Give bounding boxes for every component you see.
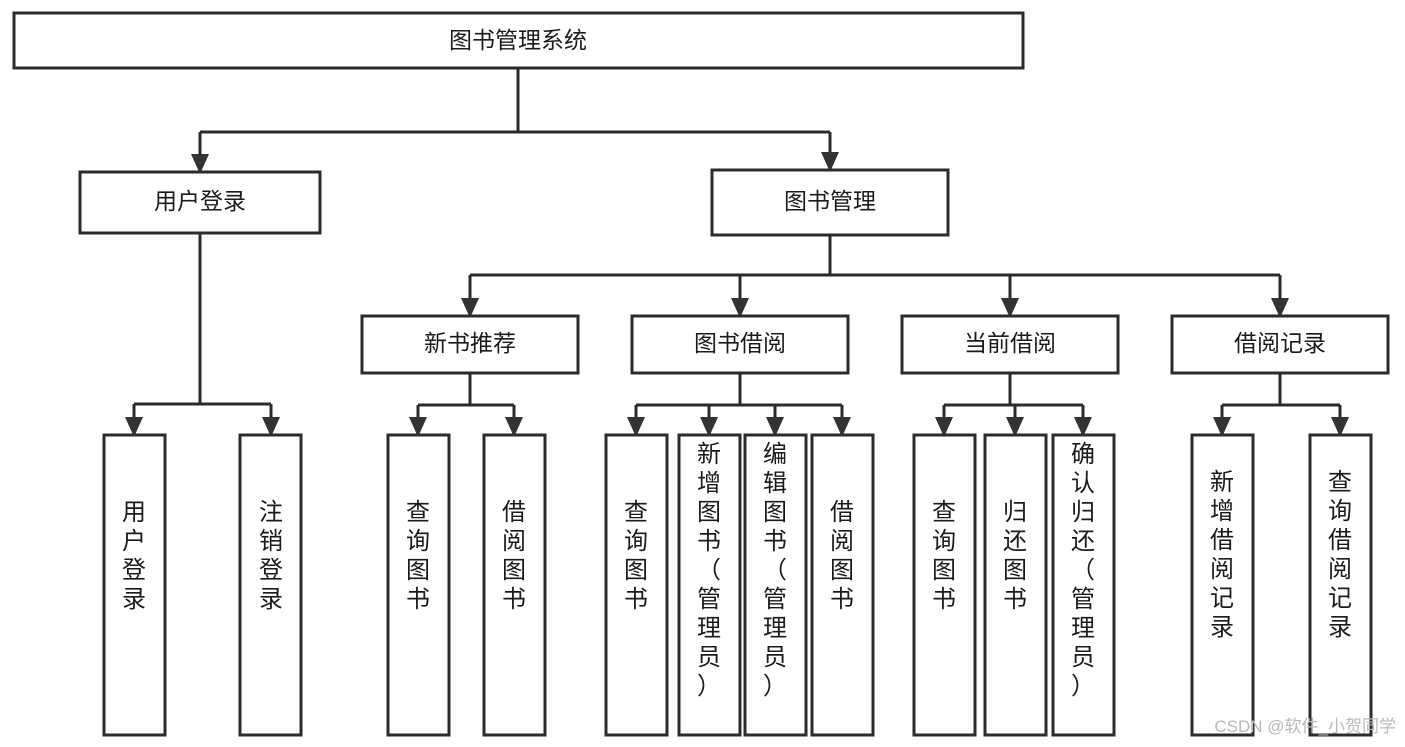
node-leaf-borrow-book-1[interactable]: 借阅图书 (482, 433, 547, 737)
node-label-leaf-edit-book-admin: 编辑图书（管理员） (763, 441, 787, 700)
node-box-leaf-add-book-admin[interactable] (677, 433, 742, 737)
node-leaf-add-borrow-record[interactable]: 新增借阅记录 (1190, 433, 1255, 737)
node-box-leaf-query-book-3[interactable] (912, 433, 977, 737)
arrow-to-current-borrow (1001, 298, 1019, 318)
arrow-to-book-management (821, 152, 839, 172)
node-box-root[interactable] (12, 11, 1025, 70)
node-box-leaf-confirm-return-admin[interactable] (1051, 433, 1116, 737)
connector-root-to-level2 (198, 68, 832, 158)
csdn-watermark: CSDN @软件_小贺同学 (1214, 717, 1396, 736)
arrowheads-group (125, 152, 1349, 437)
node-label-leaf-add-borrow-record: 新增借阅记录 (1210, 469, 1234, 641)
node-label-leaf-query-book-2: 查询图书 (624, 499, 648, 613)
node-book-management[interactable]: 图书管理 (710, 168, 950, 237)
node-label-new-book-recommend: 新书推荐 (424, 330, 516, 356)
node-leaf-edit-book-admin[interactable]: 编辑图书（管理员） (743, 433, 808, 737)
arrow-to-leaf-confirm-return-admin (1074, 417, 1092, 437)
arrow-to-leaf-return-book (1006, 417, 1024, 437)
arrow-to-leaf-query-book-3 (935, 417, 953, 437)
node-label-leaf-borrow-book-2: 借阅图书 (830, 499, 854, 613)
arrow-to-leaf-borrow-book-1 (505, 417, 523, 437)
node-book-management-system[interactable]: 图书管理系统 (12, 11, 1025, 70)
node-label-borrow-record: 借阅记录 (1234, 330, 1326, 356)
connector-borrowrecord-to-leaves (1220, 373, 1342, 421)
node-label-current-borrow: 当前借阅 (964, 330, 1056, 356)
arrow-to-new-book-recommend (461, 298, 479, 318)
node-leaf-logout-login[interactable]: 注销登录 (238, 433, 303, 737)
node-leaf-borrow-book-2[interactable]: 借阅图书 (810, 433, 875, 737)
arrow-to-leaf-user-login (125, 417, 143, 437)
node-box-leaf-edit-book-admin[interactable] (743, 433, 808, 737)
node-label-leaf-query-book-1: 查询图书 (406, 499, 430, 613)
node-box-leaf-borrow-book-2[interactable] (810, 433, 875, 737)
node-leaf-user-login[interactable]: 用户登录 (102, 433, 167, 737)
node-label-book-management: 图书管理 (784, 188, 876, 214)
node-current-borrow[interactable]: 当前借阅 (900, 314, 1120, 375)
arrow-to-leaf-add-borrow-record (1213, 417, 1231, 437)
node-leaf-query-borrow-record[interactable]: 查询借阅记录 (1308, 433, 1373, 737)
node-box-leaf-query-borrow-record[interactable] (1308, 433, 1373, 737)
node-box-leaf-add-borrow-record[interactable] (1190, 433, 1255, 737)
arrow-to-book-borrow (731, 298, 749, 318)
node-box-current-borrow[interactable] (900, 314, 1120, 375)
node-box-leaf-borrow-book-1[interactable] (482, 433, 547, 737)
node-box-new-book-recommend[interactable] (360, 314, 580, 375)
node-leaf-query-book-2[interactable]: 查询图书 (604, 433, 669, 737)
node-borrow-record[interactable]: 借阅记录 (1170, 314, 1390, 375)
connector-newbook-to-leaves (416, 373, 516, 421)
arrow-to-leaf-query-borrow-record (1331, 417, 1349, 437)
arrow-to-leaf-query-book-1 (409, 417, 427, 437)
node-box-leaf-query-book-1[interactable] (386, 433, 451, 737)
node-label-leaf-borrow-book-1: 借阅图书 (502, 499, 526, 613)
node-label-leaf-user-login: 用户登录 (122, 499, 146, 613)
node-box-book-management[interactable] (710, 168, 950, 237)
node-leaf-return-book[interactable]: 归还图书 (983, 433, 1048, 737)
node-box-leaf-return-book[interactable] (983, 433, 1048, 737)
node-label-leaf-confirm-return-admin: 确认归还（管理员） (1071, 441, 1095, 700)
node-label-leaf-query-book-3: 查询图书 (932, 499, 956, 613)
node-book-borrow[interactable]: 图书借阅 (630, 314, 850, 375)
connector-currentborrow-to-leaves (942, 373, 1085, 421)
node-box-book-borrow[interactable] (630, 314, 850, 375)
node-leaf-query-book-1[interactable]: 查询图书 (386, 433, 451, 737)
arrow-to-borrow-record (1271, 298, 1289, 318)
connector-bookmgmt-to-level3 (468, 235, 1282, 302)
arrow-to-leaf-add-book-admin (700, 417, 718, 437)
arrow-to-leaf-logout-login (262, 417, 280, 437)
node-label-user-login: 用户登录 (154, 188, 246, 214)
arrow-to-leaf-query-book-2 (627, 417, 645, 437)
arrow-to-user-login (191, 154, 209, 174)
node-box-borrow-record[interactable] (1170, 314, 1390, 375)
node-label-leaf-query-borrow-record: 查询借阅记录 (1328, 469, 1352, 641)
arrow-to-leaf-borrow-book-2 (833, 417, 851, 437)
node-leaf-add-book-admin[interactable]: 新增图书（管理员） (677, 433, 742, 737)
node-box-leaf-logout-login[interactable] (238, 433, 303, 737)
connector-bookborrow-to-leaves (634, 373, 844, 421)
node-label-leaf-logout-login: 注销登录 (259, 499, 283, 613)
node-box-leaf-query-book-2[interactable] (604, 433, 669, 737)
node-label-book-borrow: 图书借阅 (694, 330, 786, 356)
node-box-leaf-user-login[interactable] (102, 433, 167, 737)
node-box-user-login[interactable] (78, 170, 322, 235)
connectors-group (132, 68, 1342, 421)
node-new-book-recommend[interactable]: 新书推荐 (360, 314, 580, 375)
node-leaf-query-book-3[interactable]: 查询图书 (912, 433, 977, 737)
node-label-root: 图书管理系统 (449, 27, 587, 53)
connector-userlogin-to-leaves (132, 233, 273, 421)
node-user-login[interactable]: 用户登录 (78, 170, 322, 235)
node-leaf-confirm-return-admin[interactable]: 确认归还（管理员） (1051, 433, 1116, 737)
arrow-to-leaf-edit-book-admin (766, 417, 784, 437)
node-label-leaf-return-book: 归还图书 (1003, 499, 1027, 613)
node-label-leaf-add-book-admin: 新增图书（管理员） (697, 441, 721, 700)
